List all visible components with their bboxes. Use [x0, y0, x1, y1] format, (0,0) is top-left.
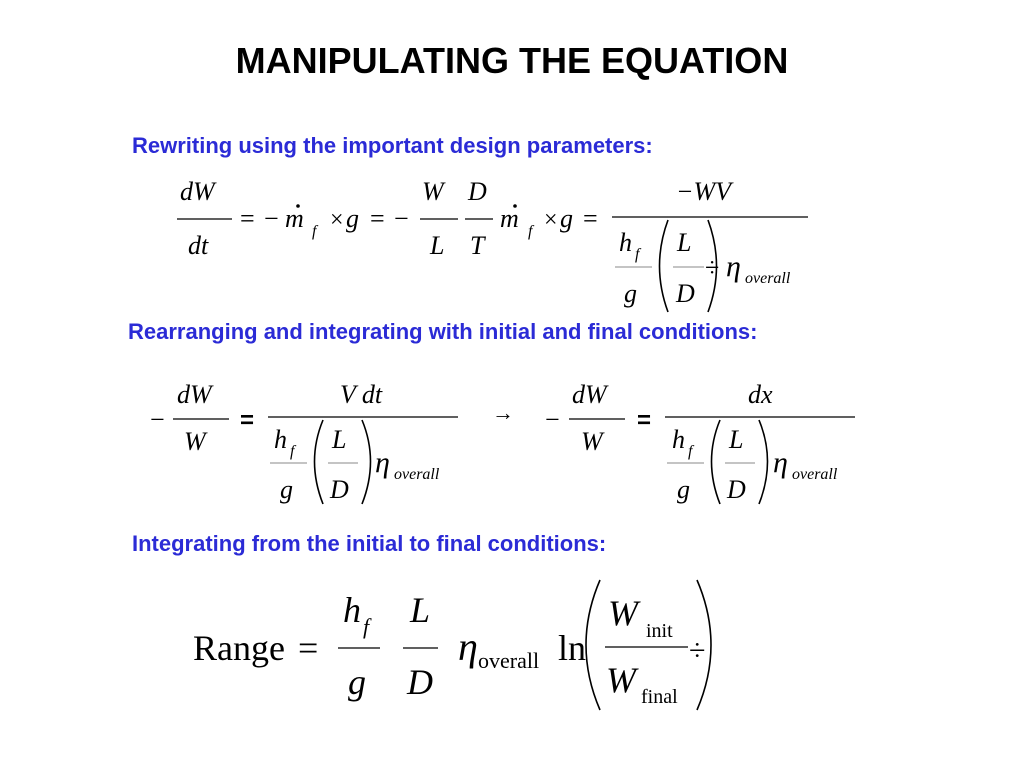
- eq1-mass-flow-2: m: [500, 204, 519, 233]
- eq3-right-paren: [758, 419, 769, 505]
- implies-arrow: →: [492, 400, 514, 425]
- eq1-subscript-f-2: f: [528, 223, 535, 240]
- eq3-subscript-overall: overall: [792, 466, 838, 483]
- eq4-right-paren: [696, 579, 712, 711]
- section-heading-integrating: Integrating from the initial to final co…: [132, 531, 607, 556]
- eq4-d-denominator: D: [406, 662, 433, 702]
- eq1-l-inner-numerator: L: [676, 228, 691, 257]
- equation-rearranged-time: − dW W = V dt h f g L D η overall: [150, 380, 458, 505]
- eq1-subscript-f-3: f: [635, 246, 642, 263]
- eq1-mass-flow-1: m: [285, 204, 304, 233]
- eq3-l-numerator: L: [728, 425, 743, 454]
- eq1-minus-1: −: [264, 204, 279, 233]
- eq1-divide-glyph: ÷: [705, 253, 719, 282]
- eq4-subscript-final: final: [641, 686, 678, 708]
- eq1-subscript-overall: overall: [745, 270, 791, 287]
- eq3-minus: −: [545, 405, 560, 434]
- eq3-equals: =: [637, 407, 651, 434]
- eq2-l-numerator: L: [331, 425, 346, 454]
- eq3-dx-numerator: dx: [748, 380, 773, 409]
- equation-rewriting: dW dt = − m f × g = − W L D T m f × g = …: [177, 177, 808, 313]
- eq2-h-numerator: h: [274, 425, 287, 454]
- eq2-subscript-f: f: [290, 443, 297, 460]
- eq3-h-numerator: h: [672, 425, 685, 454]
- eq1-dt-denominator: dt: [188, 231, 209, 260]
- eq4-equals: =: [298, 628, 318, 668]
- eq3-g-denominator: g: [677, 475, 690, 504]
- eq4-w-init-numerator: W: [608, 593, 641, 633]
- section-heading-rewriting: Rewriting using the important design par…: [132, 133, 653, 158]
- eq2-right-paren: [361, 419, 372, 505]
- eq1-dot-accent-1: [296, 204, 300, 208]
- eq1-subscript-f-1: f: [312, 223, 319, 240]
- eq2-vdt-numerator: V dt: [340, 380, 383, 409]
- eq1-times-2: ×: [544, 207, 558, 233]
- eq2-dw-numerator: dW: [177, 380, 214, 409]
- eq4-eta: η: [458, 624, 478, 669]
- eq1-left-paren: [658, 219, 669, 313]
- eq2-left-paren: [313, 419, 324, 505]
- eq2-eta: η: [375, 446, 390, 479]
- eq4-divide-glyph: ÷: [689, 634, 705, 667]
- eq1-d-numerator: D: [467, 177, 487, 206]
- eq3-left-paren: [710, 419, 721, 505]
- eq1-right-paren: [707, 219, 718, 313]
- eq4-range-label: Range: [193, 628, 285, 668]
- eq1-dot-accent-2: [513, 204, 517, 208]
- eq4-subscript-f: f: [363, 614, 372, 639]
- eq1-dw-numerator: dW: [180, 177, 217, 206]
- eq1-g-2: g: [560, 204, 573, 233]
- eq3-d-denominator: D: [726, 475, 746, 504]
- eq3-subscript-f: f: [688, 443, 695, 460]
- slide-title: MANIPULATING THE EQUATION: [235, 40, 789, 81]
- eq2-equals: =: [240, 407, 254, 434]
- equation-range: Range = h f g L D η overall ln W init W …: [193, 579, 712, 711]
- eq1-w-numerator: W: [422, 177, 446, 206]
- section-heading-rearranging: Rearranging and integrating with initial…: [128, 319, 758, 344]
- eq1-minus-2: −: [394, 204, 409, 233]
- eq4-left-paren: [585, 579, 601, 711]
- eq4-subscript-overall: overall: [478, 648, 539, 673]
- equation-rearranged-distance: − dW W = dx h f g L D η overall: [545, 380, 855, 505]
- eq1-eta: η: [726, 250, 741, 283]
- eq1-g-denominator: g: [624, 279, 637, 308]
- eq3-dw-numerator: dW: [572, 380, 609, 409]
- eq2-g-denominator: g: [280, 475, 293, 504]
- eq2-minus: −: [150, 405, 165, 434]
- eq4-ln: ln: [558, 628, 586, 668]
- eq1-t-denominator: T: [470, 231, 486, 260]
- eq4-h-numerator: h: [343, 590, 361, 630]
- eq1-l-denominator: L: [429, 231, 444, 260]
- eq2-d-denominator: D: [329, 475, 349, 504]
- eq1-equals-3: =: [583, 204, 598, 233]
- eq1-equals-2: =: [370, 204, 385, 233]
- eq4-g-denominator: g: [348, 662, 366, 702]
- eq3-eta: η: [773, 446, 788, 479]
- eq1-times-1: ×: [330, 207, 344, 233]
- eq2-subscript-overall: overall: [394, 466, 440, 483]
- eq4-subscript-init: init: [646, 620, 673, 642]
- eq3-w-denominator: W: [581, 427, 605, 456]
- eq4-w-final-denominator: W: [606, 660, 639, 700]
- eq1-h-numerator: h: [619, 228, 632, 257]
- eq1-g-1: g: [346, 204, 359, 233]
- eq1-d-inner-denominator: D: [675, 279, 695, 308]
- eq4-l-numerator: L: [409, 590, 430, 630]
- eq1-minus-wv-numerator: −WV: [676, 177, 734, 206]
- eq2-w-denominator: W: [184, 427, 208, 456]
- eq1-equals-1: =: [240, 204, 255, 233]
